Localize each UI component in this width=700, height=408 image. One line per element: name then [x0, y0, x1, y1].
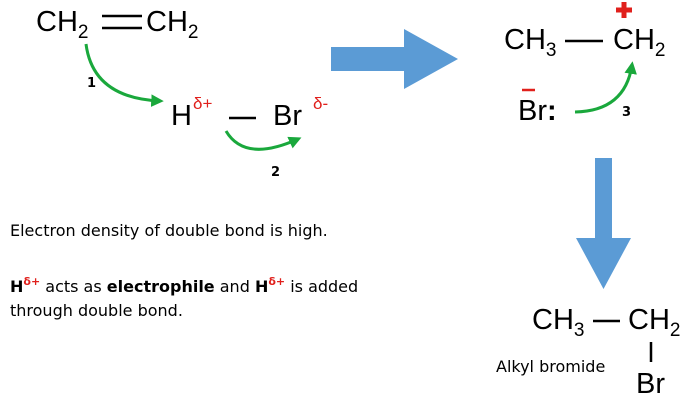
- bromide-ion: Br:: [518, 97, 557, 126]
- hydrogen-symbol: H: [171, 100, 192, 132]
- note-and: and: [214, 277, 255, 296]
- down-block-arrow-icon: [576, 158, 631, 289]
- step-1-label: 1: [87, 76, 97, 91]
- note-line-3: through double bond.: [10, 301, 183, 320]
- carbocation-center: CH2: [613, 24, 665, 61]
- step-2-label: 2: [271, 165, 281, 180]
- curved-arrow-1-icon: [84, 43, 164, 107]
- note-hydrogen-1: H: [10, 277, 24, 296]
- ethene-left-ch: CH: [36, 6, 78, 38]
- product-methyl: CH3: [532, 304, 584, 341]
- curved-arrow-2-icon: [224, 130, 302, 151]
- curved-arrow-3-icon: [574, 61, 637, 114]
- ethene-right-ch: CH: [146, 6, 188, 38]
- product-methyl-ch: CH: [532, 304, 574, 336]
- note-electrophile: electrophile: [106, 277, 215, 296]
- hbr-hydrogen: H: [171, 102, 192, 131]
- product-methylene-ch: CH: [628, 304, 670, 336]
- note-is-added: is added: [285, 277, 359, 296]
- hydrogen-partial-charge: δ+: [193, 94, 213, 113]
- product-methyl-subscript: 3: [573, 320, 585, 341]
- product-bromine: Br: [636, 370, 665, 399]
- product-name: Alkyl bromide: [496, 357, 606, 376]
- ethene-left-carbon: CH2: [36, 6, 88, 43]
- carbocation-methyl-ch: CH: [504, 24, 546, 56]
- bromide-lone-pair: :: [547, 95, 557, 127]
- step-3-label: 3: [622, 105, 632, 120]
- note-line-1: Electron density of double bond is high.: [10, 221, 328, 240]
- positive-charge-icon: [616, 2, 632, 18]
- note-delta-plus-2: δ+: [268, 275, 286, 288]
- bromine-symbol: Br: [273, 100, 302, 132]
- right-block-arrow-icon: [331, 29, 458, 89]
- bromide-symbol: Br: [518, 95, 547, 127]
- product-methylene: CH2: [628, 304, 680, 341]
- note-line-2: Hδ+ acts as electrophile and Hδ+ is adde…: [10, 275, 359, 298]
- product-methylene-subscript: 2: [669, 320, 681, 341]
- product-bromine-symbol: Br: [636, 368, 665, 400]
- carbocation-center-ch: CH: [613, 24, 655, 56]
- note-hydrogen-2: H: [254, 277, 269, 296]
- carbocation-methyl: CH3: [504, 24, 556, 61]
- carbocation-methyl-subscript: 3: [545, 40, 557, 61]
- ethene-left-subscript: 2: [77, 22, 89, 43]
- ethene-right-carbon: CH2: [146, 6, 198, 43]
- carbocation-center-subscript: 2: [654, 40, 666, 61]
- note-delta-plus-1: δ+: [23, 275, 41, 288]
- bromine-partial-charge: δ-: [313, 94, 329, 113]
- note-acts-as: acts as: [40, 277, 107, 296]
- hbr-bromine: Br: [273, 102, 302, 131]
- ethene-right-subscript: 2: [187, 22, 199, 43]
